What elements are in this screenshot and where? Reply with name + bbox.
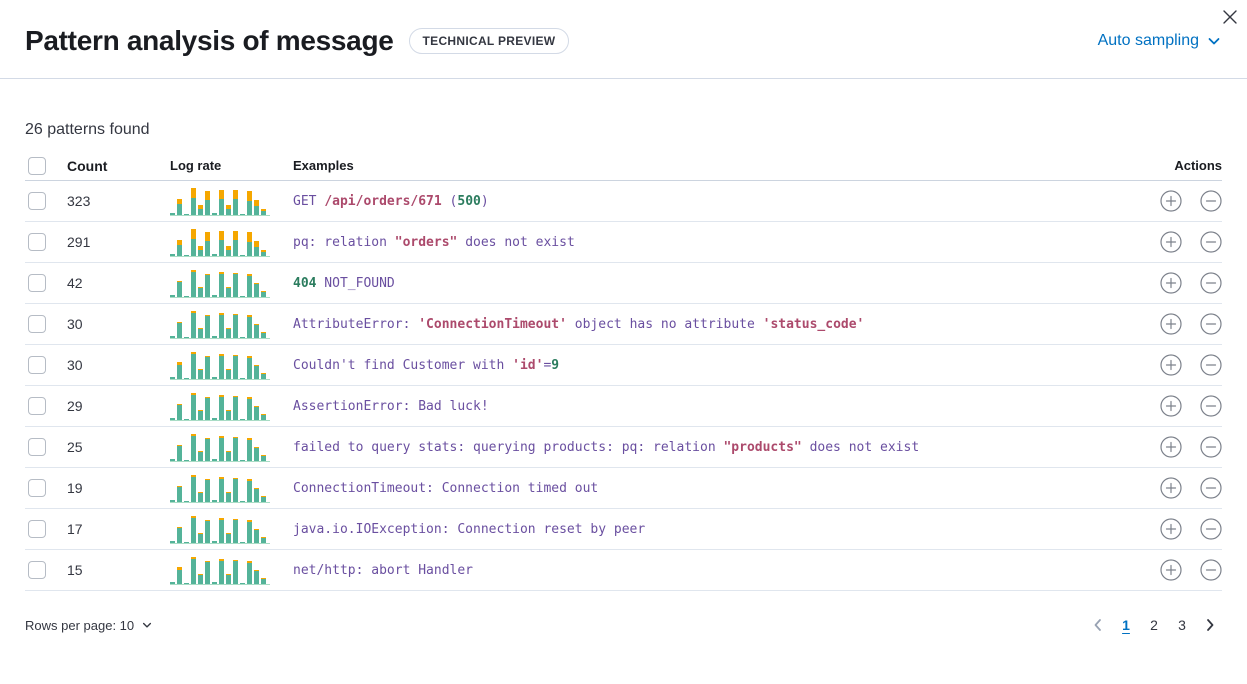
column-header-log-rate: Log rate (170, 158, 222, 173)
select-all-checkbox[interactable] (28, 156, 46, 175)
table-row: 291 pq: relation "orders" does not exist (25, 222, 1222, 263)
row-count: 30 (67, 316, 83, 332)
table-row: 19 ConnectionTimeout: Connection timed o… (25, 468, 1222, 509)
example-text: 404 NOT_FOUND (293, 276, 395, 291)
table-row: 42 404 NOT_FOUND (25, 263, 1222, 304)
page-button-3[interactable]: 3 (1170, 613, 1194, 637)
example-text: ConnectionTimeout: Connection timed out (293, 481, 599, 496)
row-checkbox[interactable] (28, 192, 46, 210)
patterns-content: 26 patterns found Count Log rate Example… (0, 121, 1247, 591)
filter-in-pattern-icon[interactable] (1160, 518, 1182, 540)
example-text: java.io.IOException: Connection reset by… (293, 522, 646, 537)
chevron-down-icon (141, 619, 153, 631)
row-count: 25 (67, 439, 83, 455)
example-text: AttributeError: 'ConnectionTimeout' obje… (293, 317, 865, 332)
log-rate-sparkline (170, 228, 270, 257)
rows-per-page-button[interactable]: Rows per page: 10 (25, 618, 153, 633)
technical-preview-badge: TECHNICAL PREVIEW (408, 28, 570, 54)
column-header-actions: Actions (1174, 158, 1222, 173)
close-icon[interactable] (1218, 5, 1242, 29)
sampling-dropdown[interactable]: Auto sampling (1098, 32, 1222, 50)
column-header-examples: Examples (293, 158, 354, 173)
filter-out-pattern-icon[interactable] (1200, 436, 1222, 458)
filter-in-pattern-icon[interactable] (1160, 395, 1182, 417)
row-count: 17 (67, 521, 83, 537)
filter-in-pattern-icon[interactable] (1160, 313, 1182, 335)
example-text: GET /api/orders/671 (500) (293, 194, 489, 209)
table-header-row: Count Log rate Examples Actions (25, 151, 1222, 181)
row-checkbox[interactable] (28, 397, 46, 415)
row-checkbox[interactable] (28, 479, 46, 497)
example-text: pq: relation "orders" does not exist (293, 235, 575, 250)
log-rate-sparkline (170, 433, 270, 462)
example-text: net/http: abort Handler (293, 563, 474, 578)
log-rate-sparkline (170, 351, 270, 380)
filter-out-pattern-icon[interactable] (1200, 313, 1222, 335)
next-page-icon[interactable] (1198, 613, 1222, 637)
filter-out-pattern-icon[interactable] (1200, 231, 1222, 253)
previous-page-icon[interactable] (1086, 613, 1110, 637)
filter-in-pattern-icon[interactable] (1160, 190, 1182, 212)
sampling-label: Auto sampling (1097, 32, 1199, 49)
table-row: 30 AttributeError: 'ConnectionTimeout' o… (25, 304, 1222, 345)
log-rate-sparkline (170, 310, 270, 339)
log-rate-sparkline (170, 474, 270, 503)
example-text: Couldn't find Customer with 'id'=9 (293, 358, 560, 373)
table-row: 30 Couldn't find Customer with 'id'=9 (25, 345, 1222, 386)
row-count: 19 (67, 480, 83, 496)
filter-in-pattern-icon[interactable] (1160, 477, 1182, 499)
row-count: 30 (67, 357, 83, 373)
filter-in-pattern-icon[interactable] (1160, 272, 1182, 294)
page-title: Pattern analysis of message (25, 25, 394, 56)
log-rate-sparkline (170, 515, 270, 544)
row-count: 291 (67, 234, 91, 250)
log-rate-sparkline (170, 556, 270, 585)
table-row: 323 GET /api/orders/671 (500) (25, 181, 1222, 222)
row-count: 323 (67, 193, 91, 209)
log-rate-sparkline (170, 392, 270, 421)
filter-out-pattern-icon[interactable] (1200, 395, 1222, 417)
example-text: AssertionError: Bad luck! (293, 399, 489, 414)
filter-out-pattern-icon[interactable] (1200, 354, 1222, 376)
page-button-1[interactable]: 1 (1114, 613, 1138, 637)
filter-in-pattern-icon[interactable] (1160, 354, 1182, 376)
filter-out-pattern-icon[interactable] (1200, 190, 1222, 212)
table-row: 25 failed to query stats: querying produ… (25, 427, 1222, 468)
filter-out-pattern-icon[interactable] (1200, 559, 1222, 581)
rows-per-page-label: Rows per page: 10 (25, 617, 135, 633)
patterns-found-text: 26 patterns found (25, 121, 150, 138)
filter-in-pattern-icon[interactable] (1160, 559, 1182, 581)
header-divider (0, 78, 1247, 79)
table-row: 15 net/http: abort Handler (25, 550, 1222, 591)
flyout-header: Pattern analysis of message TECHNICAL PR… (0, 0, 1247, 78)
page-button-2[interactable]: 2 (1142, 613, 1166, 637)
table-row: 29 AssertionError: Bad luck! (25, 386, 1222, 427)
column-header-count: Count (67, 157, 108, 174)
row-checkbox[interactable] (28, 561, 46, 579)
row-count: 29 (67, 398, 83, 414)
filter-out-pattern-icon[interactable] (1200, 477, 1222, 499)
row-checkbox[interactable] (28, 520, 46, 538)
row-checkbox[interactable] (28, 438, 46, 456)
chevron-down-icon (1206, 33, 1222, 49)
row-checkbox[interactable] (28, 315, 46, 333)
row-count: 42 (67, 275, 83, 291)
filter-out-pattern-icon[interactable] (1200, 272, 1222, 294)
log-rate-sparkline (170, 187, 270, 216)
log-rate-sparkline (170, 269, 270, 298)
row-checkbox[interactable] (28, 274, 46, 292)
row-count: 15 (67, 562, 83, 578)
filter-in-pattern-icon[interactable] (1160, 436, 1182, 458)
filter-in-pattern-icon[interactable] (1160, 231, 1182, 253)
filter-out-pattern-icon[interactable] (1200, 518, 1222, 540)
example-text: failed to query stats: querying products… (293, 440, 920, 455)
table-row: 17 java.io.IOException: Connection reset… (25, 509, 1222, 550)
table-body: 323 GET /api/orders/671 (500) 291 pq: re… (25, 181, 1222, 591)
row-checkbox[interactable] (28, 356, 46, 374)
row-checkbox[interactable] (28, 233, 46, 251)
